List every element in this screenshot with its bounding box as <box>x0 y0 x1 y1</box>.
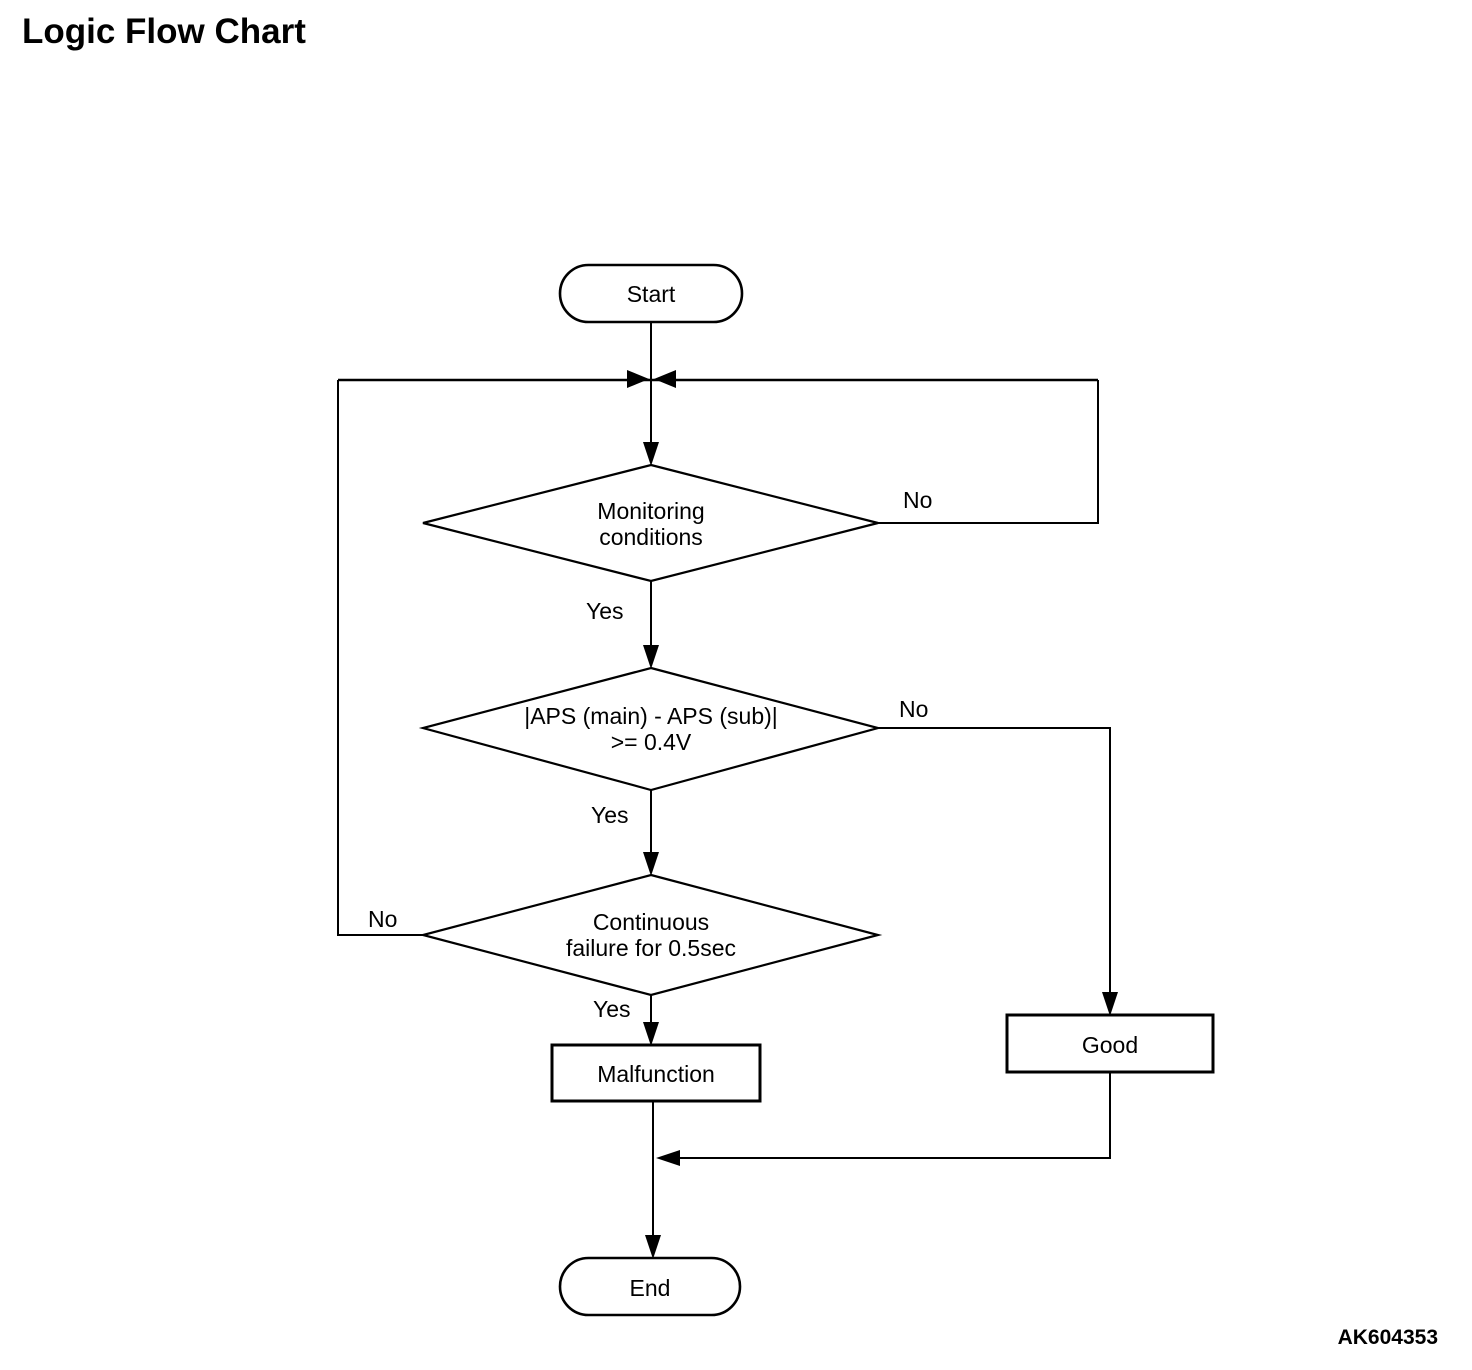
monitoring-decision-node <box>422 463 879 583</box>
arrowhead-into-monitoring-icon <box>643 442 659 466</box>
edge-aps-no <box>878 727 1111 1000</box>
good-node <box>1005 1013 1215 1074</box>
start-label: Start <box>626 281 676 308</box>
arrowhead-into-malfunction-icon <box>643 1022 659 1046</box>
edge-good-to-merge <box>672 1072 1111 1159</box>
figure-id: AK604353 <box>1337 1326 1438 1349</box>
edge-continuous-no-loop <box>337 380 423 936</box>
arrowhead-merge-good-icon <box>656 1150 680 1166</box>
continuous-decision-node <box>418 873 883 997</box>
continuous-yes-label: Yes <box>593 996 631 1022</box>
monitoring-yes-label: Yes <box>586 598 624 624</box>
arrowhead-into-good-icon <box>1102 992 1118 1016</box>
continuous-no-label: No <box>368 906 398 932</box>
malfunction-label: Malfunction <box>597 1061 715 1088</box>
aps-no-label: No <box>899 696 929 722</box>
continuous-label: Continuous failure for 0.5sec <box>565 909 737 961</box>
start-node <box>558 263 744 324</box>
end-node <box>558 1256 742 1317</box>
monitoring-no-label: No <box>903 487 933 513</box>
page-title: Logic Flow Chart <box>22 12 306 51</box>
aps-decision-node <box>418 666 883 792</box>
junction-arrow-left-icon <box>627 370 649 388</box>
edge-monitoring-no-loop <box>878 380 1099 524</box>
arrowhead-into-continuous-icon <box>643 852 659 876</box>
monitoring-label: Monitoring conditions <box>597 498 705 550</box>
arrowhead-into-end-icon <box>645 1235 661 1259</box>
junction-arrow-right-icon <box>654 370 676 388</box>
malfunction-node <box>550 1043 762 1103</box>
aps-yes-label: Yes <box>591 802 629 828</box>
arrowhead-into-aps-icon <box>643 645 659 669</box>
aps-label: |APS (main) - APS (sub)| >= 0.4V <box>524 703 778 755</box>
good-label: Good <box>1081 1032 1139 1059</box>
end-label: End <box>629 1275 671 1302</box>
